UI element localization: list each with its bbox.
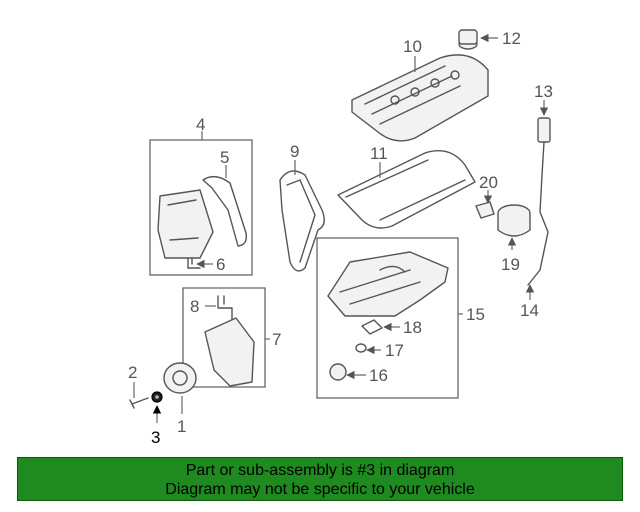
banner-line-part: Part or sub-assembly is #3 in diagram <box>185 462 455 479</box>
clip-part <box>187 257 201 269</box>
bolt-part <box>129 397 149 409</box>
oil-pan-part <box>327 251 449 317</box>
cover-gasket-part <box>202 175 248 247</box>
callout-6: 6 <box>216 255 225 274</box>
callout-8: 8 <box>190 297 199 316</box>
callout-14: 14 <box>520 301 539 320</box>
callout-13: 13 <box>534 82 553 101</box>
timing-belt-part <box>279 170 325 272</box>
valve-cover-part <box>351 54 489 142</box>
valve-cover-gasket-part <box>337 150 476 229</box>
callout-7: 7 <box>272 330 281 349</box>
callout-20: 20 <box>479 173 498 192</box>
callout-9: 9 <box>290 142 299 161</box>
part-info-banner: Part or sub-assembly is #3 in diagram Di… <box>17 457 623 501</box>
group-box-timing-cover <box>149 139 253 276</box>
callout-17: 17 <box>385 341 404 360</box>
lower-timing-cover-part <box>204 317 255 387</box>
washer-part-3 <box>151 391 163 403</box>
banner-line-disclaimer: Diagram may not be specific to your vehi… <box>165 481 475 498</box>
crank-pulley-part <box>163 362 197 394</box>
callout-10: 10 <box>403 37 422 56</box>
callout-19: 19 <box>501 255 520 274</box>
upper-timing-cover-part <box>157 189 214 259</box>
callout-16: 16 <box>369 366 388 385</box>
callout-3: 3 <box>151 428 160 447</box>
group-box-oil-pan <box>316 237 459 399</box>
bracket-part <box>217 295 233 323</box>
callout-2: 2 <box>128 363 137 382</box>
callout-18: 18 <box>403 318 422 337</box>
callout-12: 12 <box>502 29 521 48</box>
parts-diagram: 1 2 3 4 5 6 7 8 9 10 11 12 13 14 15 16 1… <box>128 29 553 447</box>
strainer-gasket-part <box>361 319 383 335</box>
callout-11: 11 <box>370 144 388 163</box>
callout-1: 1 <box>177 417 186 436</box>
washer-part <box>355 343 367 353</box>
oil-cap-part <box>458 29 478 50</box>
callout-4: 4 <box>196 115 205 134</box>
dipstick-part <box>527 117 551 286</box>
callout-5: 5 <box>220 148 229 167</box>
drain-plug-part <box>329 363 347 381</box>
group-box-lower-cover <box>182 287 266 388</box>
callout-15: 15 <box>466 305 485 324</box>
oil-filter-part <box>497 204 531 237</box>
leader-lines <box>133 33 549 423</box>
sensor-part <box>475 201 495 219</box>
